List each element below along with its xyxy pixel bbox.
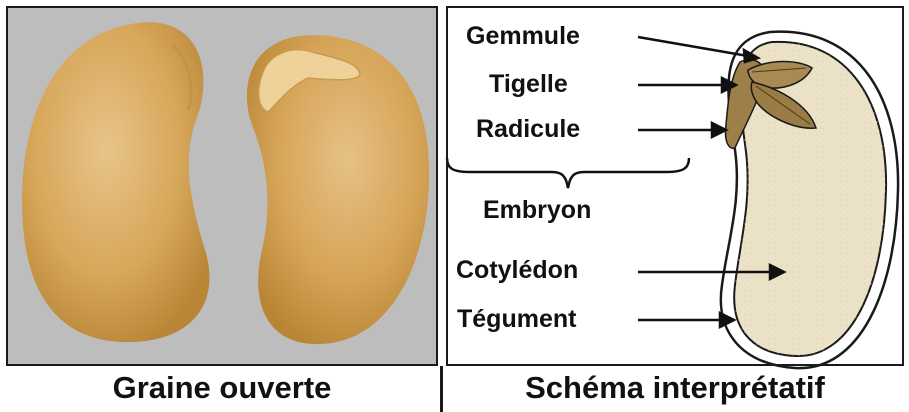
label-gemmule: Gemmule (466, 22, 580, 51)
left-caption: Graine ouverte (6, 370, 438, 406)
label-tegument: Tégument (457, 305, 576, 334)
left-seed-half (22, 22, 209, 342)
right-caption: Schéma interprétatif (446, 370, 904, 406)
label-tigelle: Tigelle (489, 70, 568, 99)
label-embryon: Embryon (483, 196, 591, 225)
label-radicule: Radicule (476, 115, 580, 144)
label-cotyledon: Cotylédon (456, 256, 578, 285)
panel-divider (440, 366, 443, 412)
